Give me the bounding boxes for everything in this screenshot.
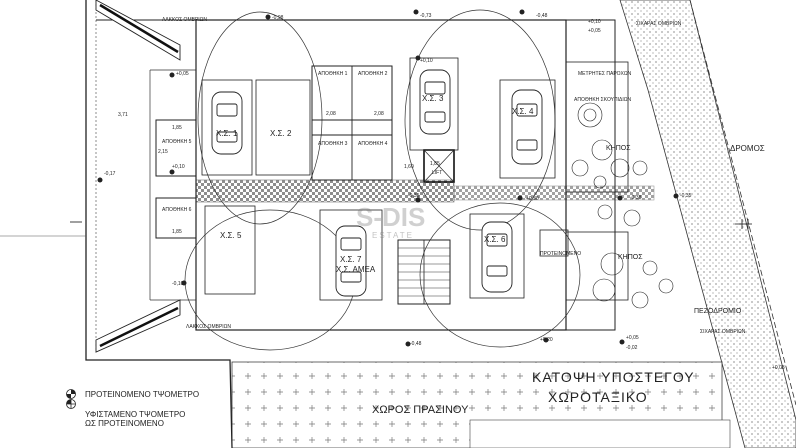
plan-subtitle: ΧΩΡΟΤΑΞΙΚΟ	[548, 389, 648, 405]
level-label: +0,10	[588, 19, 601, 25]
storage-4-label: ΑΠΟΘΗΚΗ 4	[358, 141, 388, 147]
green-strip	[469, 419, 731, 448]
dimension-label: 1,85	[172, 125, 182, 131]
level-label: -0,35	[408, 193, 420, 199]
garden-label-1: ΚΗΠΟΣ	[606, 145, 631, 152]
level-label: +0,05	[588, 28, 601, 34]
ramp-bottom	[95, 299, 181, 353]
bins-label: ΑΠΟΘΗΚΗ ΣΚΟΥΠΙΔΙΩΝ	[574, 97, 632, 103]
road-band	[619, 0, 796, 448]
legend-proposed-label: ΠΡΟΤΕΙΝΟΜΕΝΟ ΤΨΟΜΕΤΡΟ	[85, 390, 200, 399]
parking-3-label: Χ.Σ. 3	[422, 94, 444, 103]
dimension-label: 1,85	[430, 161, 440, 167]
level-label: +0,03	[772, 365, 785, 371]
gully-top-label: ΛΑΚΚΟΣ ΟΜΒΡΙΩΝ	[162, 17, 208, 23]
level-label: +0,05	[176, 71, 189, 77]
road-label: ΔΡΟΜΟΣ	[730, 144, 765, 153]
dimension-label: 2,15	[158, 149, 168, 155]
transformer-label: ΠΡΟΤΕΙΝΟΜΕΝΟ	[540, 251, 582, 257]
parking-4-label: Χ.Σ. 4	[512, 107, 534, 116]
level-label: -0,38	[630, 195, 642, 201]
parking-accessible-label: Χ.Σ. ΑΜΕΑ	[336, 265, 376, 274]
gully-bottom-label: ΛΑΚΚΟΣ ΟΜΒΡΙΩΝ	[186, 324, 232, 330]
stairs	[397, 239, 451, 305]
legend-existing-proposed-label: ΩΣ ΠΡΟΤΕΙΝΟΜΕΝΟ	[85, 419, 164, 428]
level-label: -0,73	[420, 13, 432, 19]
green-area-label: ΧΩΡΟΣ ΠΡΑΣΙΝΟΥ	[372, 404, 469, 416]
dimension-label: 2,08	[374, 111, 384, 117]
storage-2-label: ΑΠΟΘΗΚΗ 2	[358, 71, 388, 77]
dimension-label: 3,71	[118, 112, 128, 118]
level-label: -0,02	[626, 345, 638, 351]
lift-label: LIFT	[432, 170, 443, 176]
plan-title: ΚΑΤΟΨΗ ΥΠΟΣΤΕΓΟΥ	[532, 369, 695, 385]
level-label: -0,48	[536, 13, 548, 19]
level-label: -0,10	[172, 281, 184, 287]
watermark-logo: S-DIS	[356, 202, 426, 232]
road-edge	[689, 0, 796, 406]
dimension-label: 1,60	[404, 164, 414, 170]
level-label: -0,35	[680, 193, 692, 199]
storage-1-label: ΑΠΟΘΗΚΗ 1	[318, 71, 348, 77]
level-label: -0,48	[410, 341, 422, 347]
pavement-label: ΠΕΖΟΔΡΟΜΙΟ	[694, 308, 742, 315]
level-label: +0,10	[172, 164, 185, 170]
level-label: -0,98	[272, 15, 284, 21]
parking-7-label: Χ.Σ. 7	[340, 255, 362, 264]
watermark-subtitle: ESTATE	[372, 231, 414, 240]
level-label: +0,05	[626, 335, 639, 341]
dimension-label: 1,85	[172, 229, 182, 235]
storage-5-label: ΑΠΟΘΗΚΗ 5	[162, 139, 192, 145]
level-label: +0,10	[420, 58, 433, 64]
garden-shrubs	[571, 102, 674, 309]
storage-6-label: ΑΠΟΘΗΚΗ 6	[162, 207, 192, 213]
dimension-label: 2,08	[326, 111, 336, 117]
level-label: +0,20	[540, 337, 553, 343]
parking-2-label: Χ.Σ. 2	[270, 129, 292, 138]
storage-3-label: ΑΠΟΘΗΚΗ 3	[318, 141, 348, 147]
parking-1-label: Χ.Σ. 1	[216, 129, 238, 138]
level-label: +0,30	[526, 196, 539, 202]
parking-5-label: Χ.Σ. 5	[220, 231, 242, 240]
drain-bottom-label: ΣΙΧΑΡΑΣ ΟΜΒΡΙΩΝ	[700, 329, 746, 335]
garden-label-2: ΚΗΠΟΣ	[618, 254, 643, 261]
meters-label: ΜΕΤΡΗΤΕΣ ΠΑΡΟΧΩΝ	[578, 71, 632, 77]
legend-existing-label: ΥΦΙΣΤΑΜΕΝΟ ΤΨΟΜΕΤΡΟ	[85, 410, 186, 419]
plot-boundary	[85, 0, 233, 448]
parking-6-label: Χ.Σ. 6	[484, 235, 506, 244]
drain-top-label: ΣΙΧΑΡΑΣ ΟΜΒΡΙΩΝ	[636, 21, 682, 27]
level-label: -0,17	[104, 171, 116, 177]
